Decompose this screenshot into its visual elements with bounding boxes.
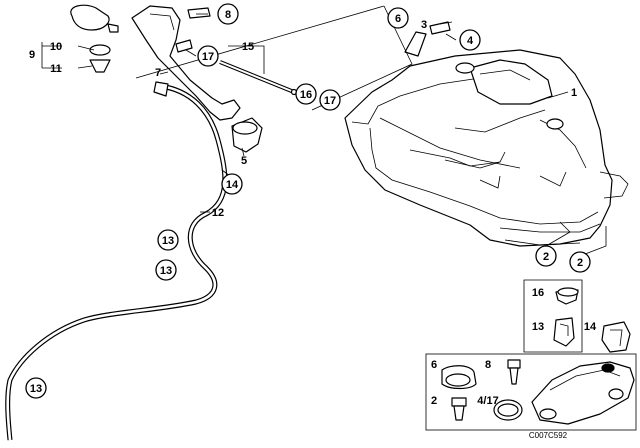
inset-label-16: 16 bbox=[532, 287, 544, 299]
inset-label-13: 13 bbox=[532, 321, 544, 333]
callout-13-a: 13 bbox=[162, 235, 174, 247]
callout-15: 15 bbox=[242, 41, 254, 53]
callout-5: 5 bbox=[241, 155, 247, 167]
callout-9: 9 bbox=[29, 49, 35, 61]
filler-neck bbox=[70, 4, 263, 153]
callout-16: 16 bbox=[300, 89, 312, 101]
callout-1: 1 bbox=[571, 87, 577, 99]
key-label-2: 2 bbox=[431, 395, 437, 407]
fasteners-inset bbox=[425, 353, 637, 431]
callout-13-b: 13 bbox=[160, 265, 172, 277]
callout-4: 4 bbox=[467, 35, 474, 47]
callout-8: 8 bbox=[225, 9, 231, 21]
callout-2-a: 2 bbox=[543, 251, 549, 263]
callouts: 8 6 3 4 9 10 11 17 15 7 16 17 1 5 14 12 … bbox=[25, 3, 597, 407]
callout-17-top: 17 bbox=[202, 51, 214, 63]
diagram-code: C007C592 bbox=[529, 431, 568, 440]
callout-17-mid: 17 bbox=[324, 95, 336, 107]
inset-label-14: 14 bbox=[584, 321, 597, 333]
fuel-tank bbox=[344, 21, 629, 247]
callout-3: 3 bbox=[421, 19, 427, 31]
callout-12: 12 bbox=[212, 207, 224, 219]
clips-inset bbox=[523, 279, 631, 353]
callout-14: 14 bbox=[226, 179, 239, 191]
callout-2-b: 2 bbox=[577, 257, 583, 269]
callout-6: 6 bbox=[395, 13, 401, 25]
callout-10: 10 bbox=[50, 41, 62, 53]
callout-11: 11 bbox=[50, 63, 62, 75]
key-label-4-17: 4/17 bbox=[477, 395, 498, 407]
callout-13-c: 13 bbox=[30, 383, 42, 395]
key-label-6: 6 bbox=[431, 359, 437, 371]
key-label-8: 8 bbox=[485, 359, 491, 371]
callout-7: 7 bbox=[155, 67, 161, 79]
